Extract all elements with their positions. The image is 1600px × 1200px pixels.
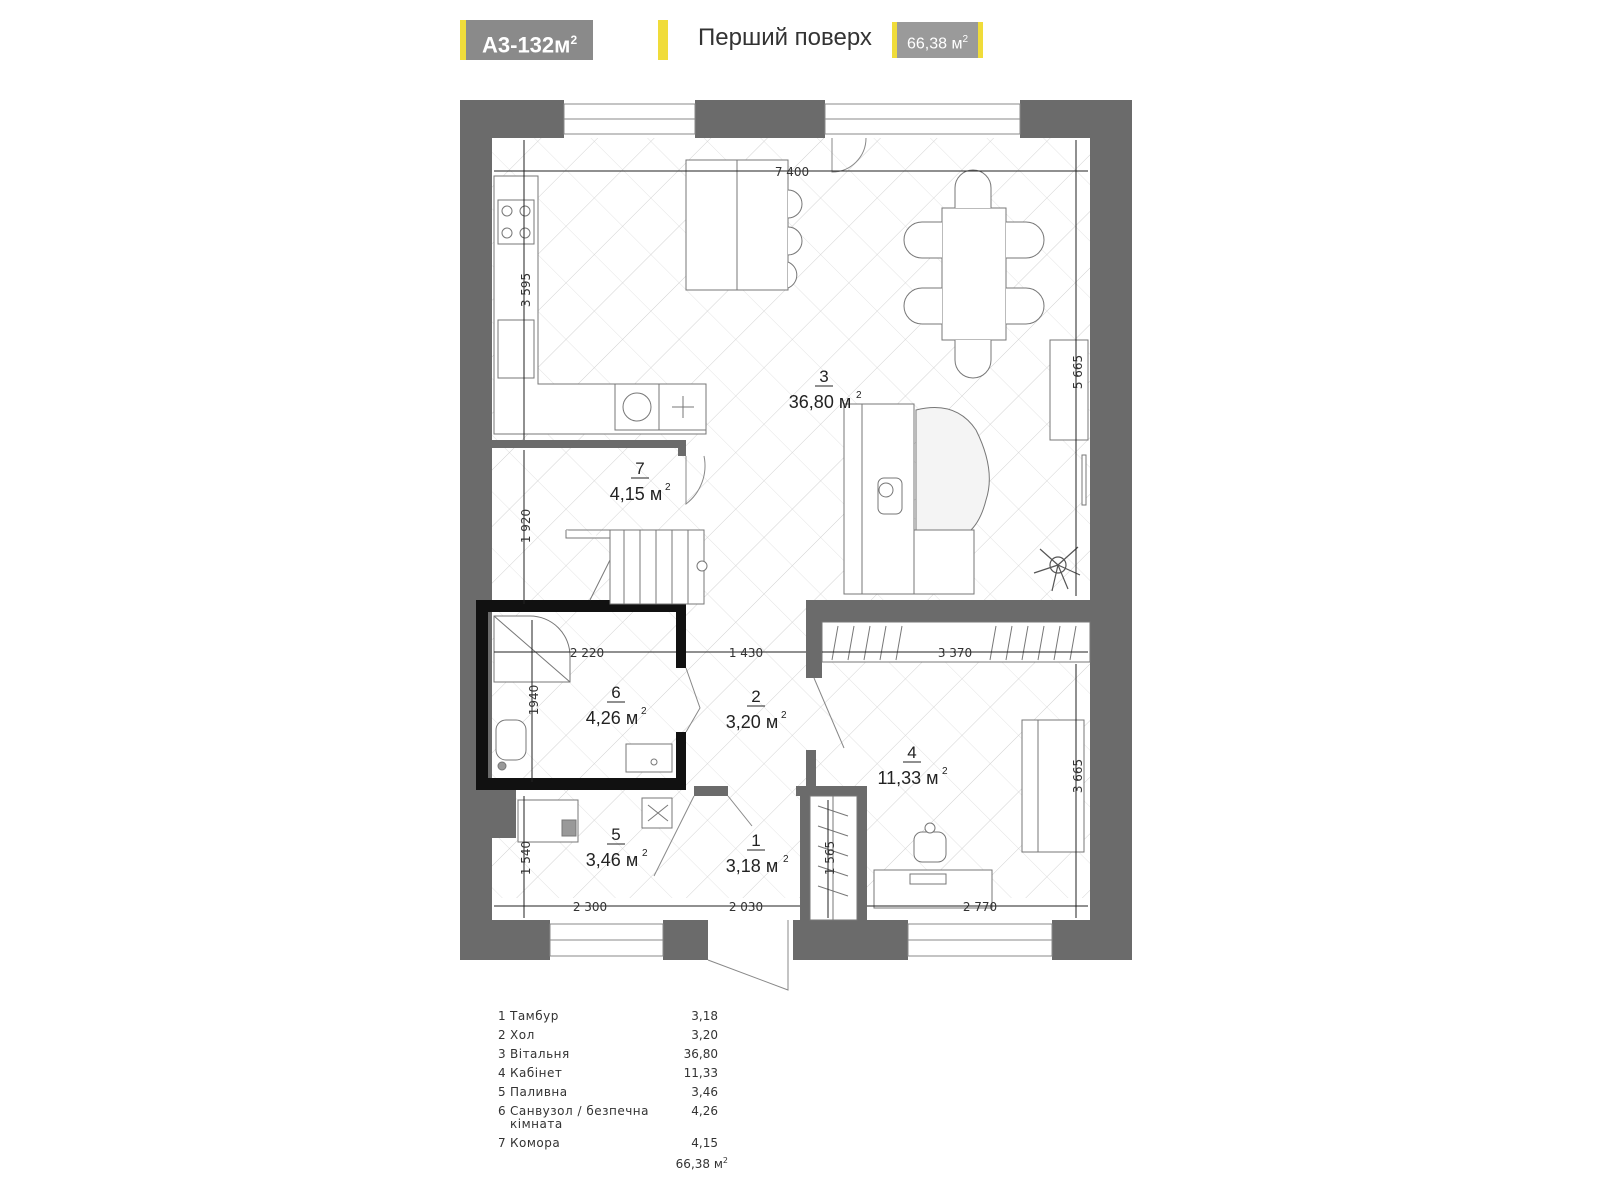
svg-text:2: 2	[641, 706, 647, 717]
dim-vestibule-width: 2 030	[729, 900, 763, 914]
header-accent-bar	[658, 20, 668, 60]
windows	[549, 103, 1053, 957]
dim-boiler-height: 1 540	[519, 841, 533, 875]
room-label-3: 3 36,80 м 2	[789, 367, 862, 412]
svg-text:2: 2	[751, 687, 760, 706]
svg-text:5: 5	[611, 825, 620, 844]
dim-bath-height: 1940	[527, 685, 541, 716]
dimension-labels: 7 400 3 595 5 665 1 920 2 220 1 430 3 37…	[519, 165, 1085, 914]
bathroom-fixtures	[493, 615, 673, 773]
dim-kitchen-height: 3 595	[519, 273, 533, 307]
legend-total: 66,38 м2	[675, 1156, 728, 1171]
coat-closet	[809, 795, 858, 921]
svg-text:2: 2	[665, 482, 671, 493]
dim-hall-width: 1 430	[729, 646, 763, 660]
dim-study-height: 3 665	[1071, 759, 1085, 793]
svg-text:7: 7	[635, 459, 644, 478]
staircase	[565, 529, 708, 605]
svg-text:4: 4	[907, 743, 916, 762]
project-code: А3-132м	[482, 32, 571, 58]
room-label-6: 6 4,26 м 2	[586, 683, 647, 728]
plant-icon	[1033, 546, 1081, 592]
dining-table	[903, 169, 1045, 379]
dim-study-bottom-width: 2 770	[963, 900, 997, 914]
svg-text:11,33 м: 11,33 м	[877, 768, 938, 788]
wardrobe	[821, 621, 1091, 663]
room-label-2: 2 3,20 м 2	[726, 687, 787, 732]
floor-title: Перший поверх	[698, 24, 872, 51]
doors	[653, 137, 867, 991]
dim-living-width: 7 400	[775, 165, 809, 179]
svg-text:2: 2	[781, 710, 787, 721]
kitchen-counter	[493, 175, 707, 435]
dimension-lines	[494, 140, 1088, 918]
washbasin	[625, 743, 673, 773]
svg-text:4,15 м: 4,15 м	[610, 484, 662, 504]
room-label-4: 4 11,33 м 2	[877, 743, 948, 788]
room-labels: 3 36,80 м 2 7 4,15 м 2 6 4,26 м 2 2 3,20…	[586, 367, 948, 876]
svg-text:3,20 м: 3,20 м	[726, 712, 778, 732]
study-furniture	[873, 719, 1085, 909]
svg-text:2: 2	[783, 854, 789, 865]
living-sofa	[843, 403, 990, 595]
svg-text:3,18 м: 3,18 м	[726, 856, 778, 876]
tv-unit	[1049, 339, 1089, 506]
svg-text:6: 6	[611, 683, 620, 702]
svg-text:2: 2	[642, 848, 648, 859]
floor-area-sup: 2	[962, 34, 969, 45]
boiler	[517, 797, 673, 843]
chair	[913, 831, 947, 863]
cooktop	[497, 199, 535, 245]
floor-plan: 7 400 3 595 5 665 1 920 2 220 1 430 3 37…	[460, 100, 1132, 991]
outer-walls	[460, 100, 1132, 960]
room-label-7: 7 4,15 м 2	[610, 459, 671, 504]
dim-boiler-width: 2 300	[573, 900, 607, 914]
floor-area: 66,38 м	[907, 35, 963, 53]
svg-text:3: 3	[819, 367, 828, 386]
kitchen-island	[685, 159, 803, 291]
dim-storage-height: 1 920	[519, 509, 533, 543]
project-code-sup: 2	[570, 33, 578, 47]
project-code-badge: А3-132м2	[460, 20, 594, 60]
interior-walls	[492, 440, 1090, 920]
dim-study-width: 3 370	[938, 646, 972, 660]
svg-text:4,26 м: 4,26 м	[586, 708, 638, 728]
svg-text:2: 2	[856, 390, 862, 401]
floor-area-badge: 66,38 м2	[892, 22, 984, 58]
svg-text:2: 2	[942, 766, 948, 777]
dim-living-height: 5 665	[1071, 355, 1085, 389]
toilet	[495, 719, 527, 761]
svg-text:3,46 м: 3,46 м	[586, 850, 638, 870]
dim-bath-width: 2 220	[570, 646, 604, 660]
dim-closet-height: 1 565	[823, 841, 837, 875]
room-label-1: 1 3,18 м 2	[726, 831, 789, 876]
svg-text:36,80 м: 36,80 м	[789, 392, 851, 412]
svg-text:1: 1	[751, 831, 760, 850]
sink	[497, 319, 535, 379]
room-label-5: 5 3,46 м 2	[586, 825, 648, 870]
